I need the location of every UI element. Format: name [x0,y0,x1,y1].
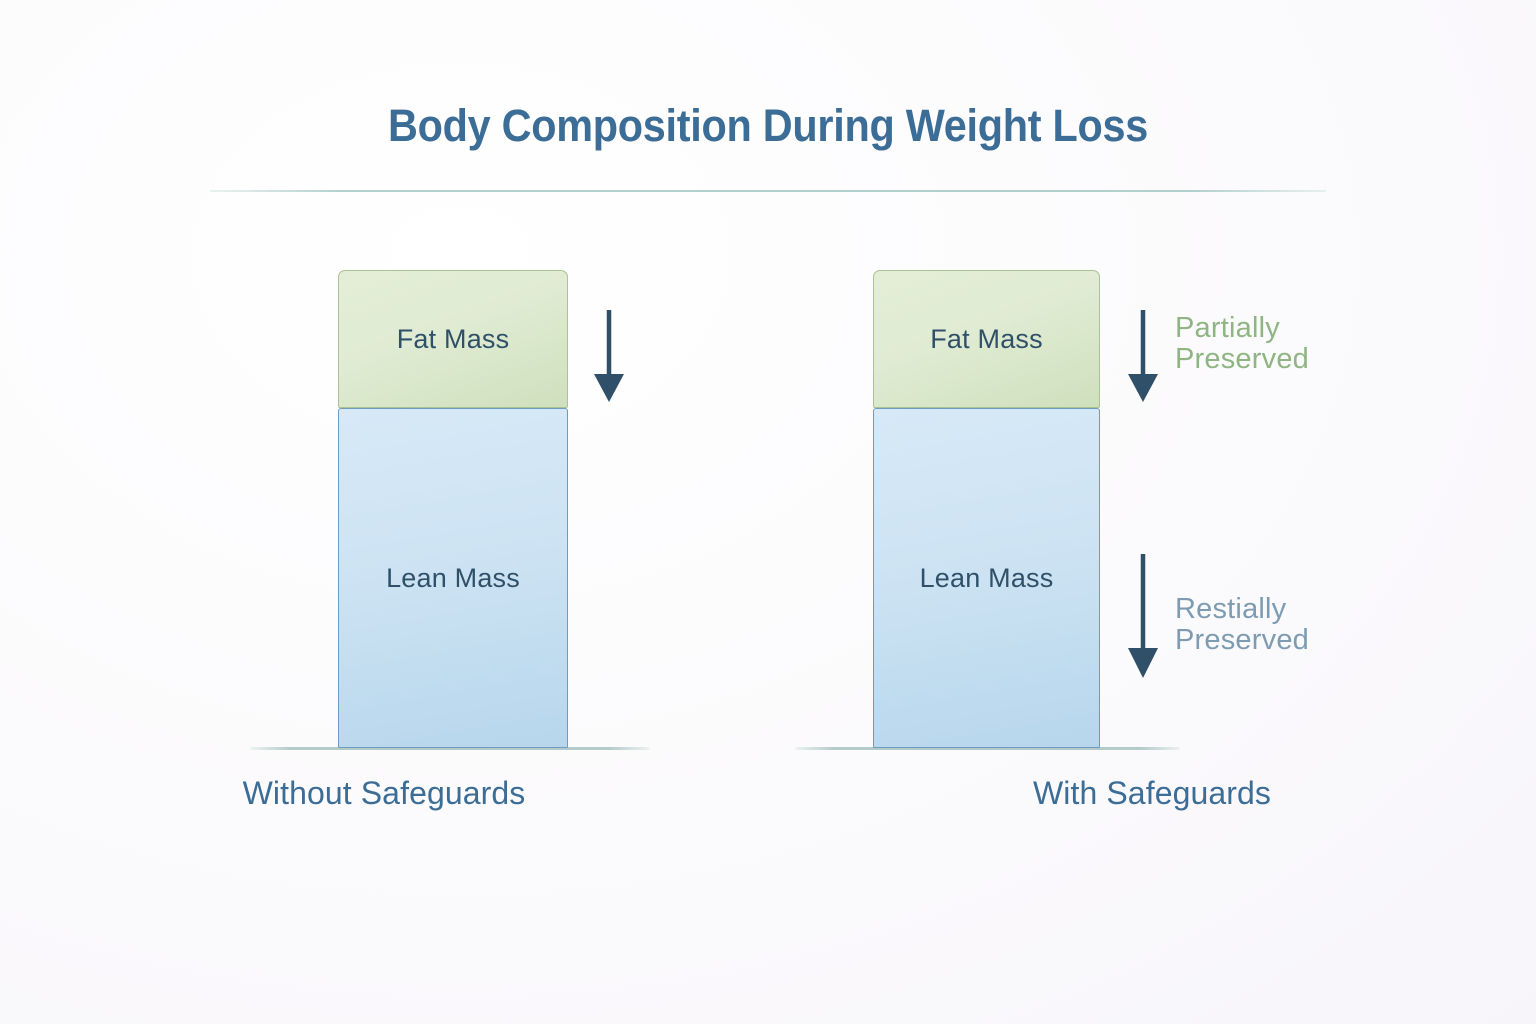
bar-label-lean-mass-left: Lean Mass [386,562,520,593]
bar-label-fat-mass-right: Fat Mass [930,323,1043,354]
bar-segment-fat-mass-right: Fat Mass [873,270,1100,408]
down-arrow-icon-lean-right [1123,552,1163,680]
bar-label-lean-mass-right: Lean Mass [919,562,1054,593]
bar-segment-lean-mass-left: Lean Mass [338,408,568,748]
bar-label-fat-mass-left: Fat Mass [396,323,510,354]
baseline-right [795,747,1180,750]
panel-without-safeguards: Fat Mass Lean Mass Without Safeguards [242,270,650,811]
annotation-restially-preserved: Restially Preserved [1175,593,1309,657]
down-arrow-icon-left [589,308,629,404]
bar-segment-fat-mass-left: Fat Mass [338,270,568,408]
panel-with-safeguards: Fat Mass Lean Mass Partially Preserved R… [768,0,1536,1024]
title-divider [210,190,1326,192]
bar-stack-right: Fat Mass Lean Mass [873,270,1100,748]
down-arrow-icon-fat-right [1123,308,1163,404]
panel-caption-without-safeguards: Without Safeguards [242,775,526,811]
panel-caption-with-safeguards: With Safeguards [1032,775,1272,811]
baseline-left [250,747,650,750]
annotation-partially-preserved: Partially Preserved [1175,312,1309,376]
bar-stack-left: Fat Mass Lean Mass [338,270,568,748]
page-title: Body Composition During Weight Loss [387,100,1149,151]
bar-segment-lean-mass-right: Lean Mass [873,408,1100,748]
